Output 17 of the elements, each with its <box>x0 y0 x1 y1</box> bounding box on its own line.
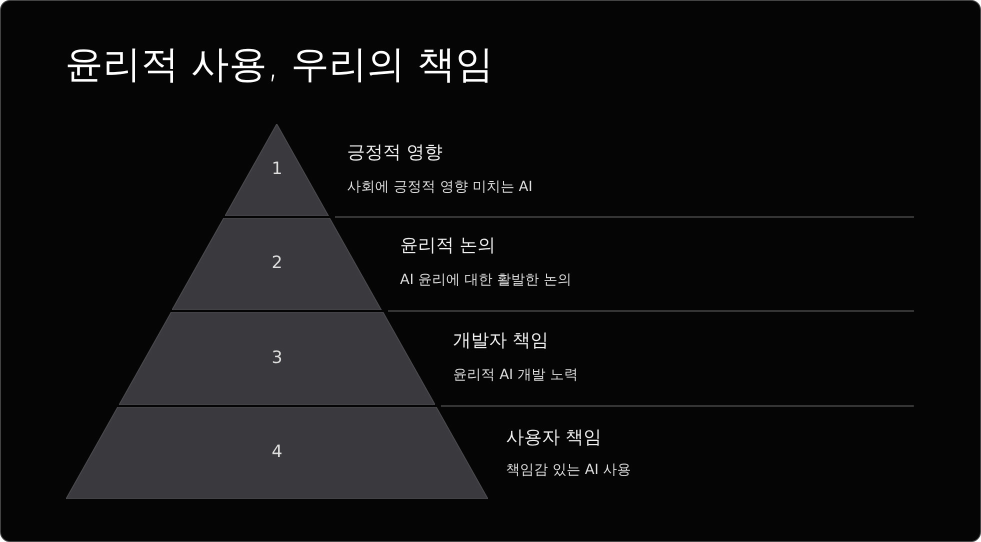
pyramid-tier <box>66 407 488 499</box>
tier-heading: 개발자 책임 <box>453 329 549 352</box>
tier-number: 1 <box>272 159 282 179</box>
tier-heading: 사용자 책임 <box>506 426 602 449</box>
pyramid-tier <box>172 218 382 310</box>
tier-description: 책임감 있는 AI 사용 <box>506 461 632 479</box>
tier-description: AI 윤리에 대한 활발한 논의 <box>400 271 572 289</box>
tier-description: 윤리적 AI 개발 노력 <box>453 366 578 384</box>
tier-number: 2 <box>272 253 282 273</box>
tier-number: 3 <box>272 348 282 368</box>
pyramid-tier <box>118 312 436 405</box>
tier-heading: 윤리적 논의 <box>400 234 496 257</box>
title: 윤리적 사용, 우리의 책임 <box>65 41 494 88</box>
tier-description: 사회에 긍정적 영향 미치는 AI <box>347 178 533 196</box>
tier-heading: 긍정적 영향 <box>347 141 443 164</box>
pyramid-top-triangle <box>225 124 329 216</box>
tier-number: 4 <box>272 442 282 462</box>
